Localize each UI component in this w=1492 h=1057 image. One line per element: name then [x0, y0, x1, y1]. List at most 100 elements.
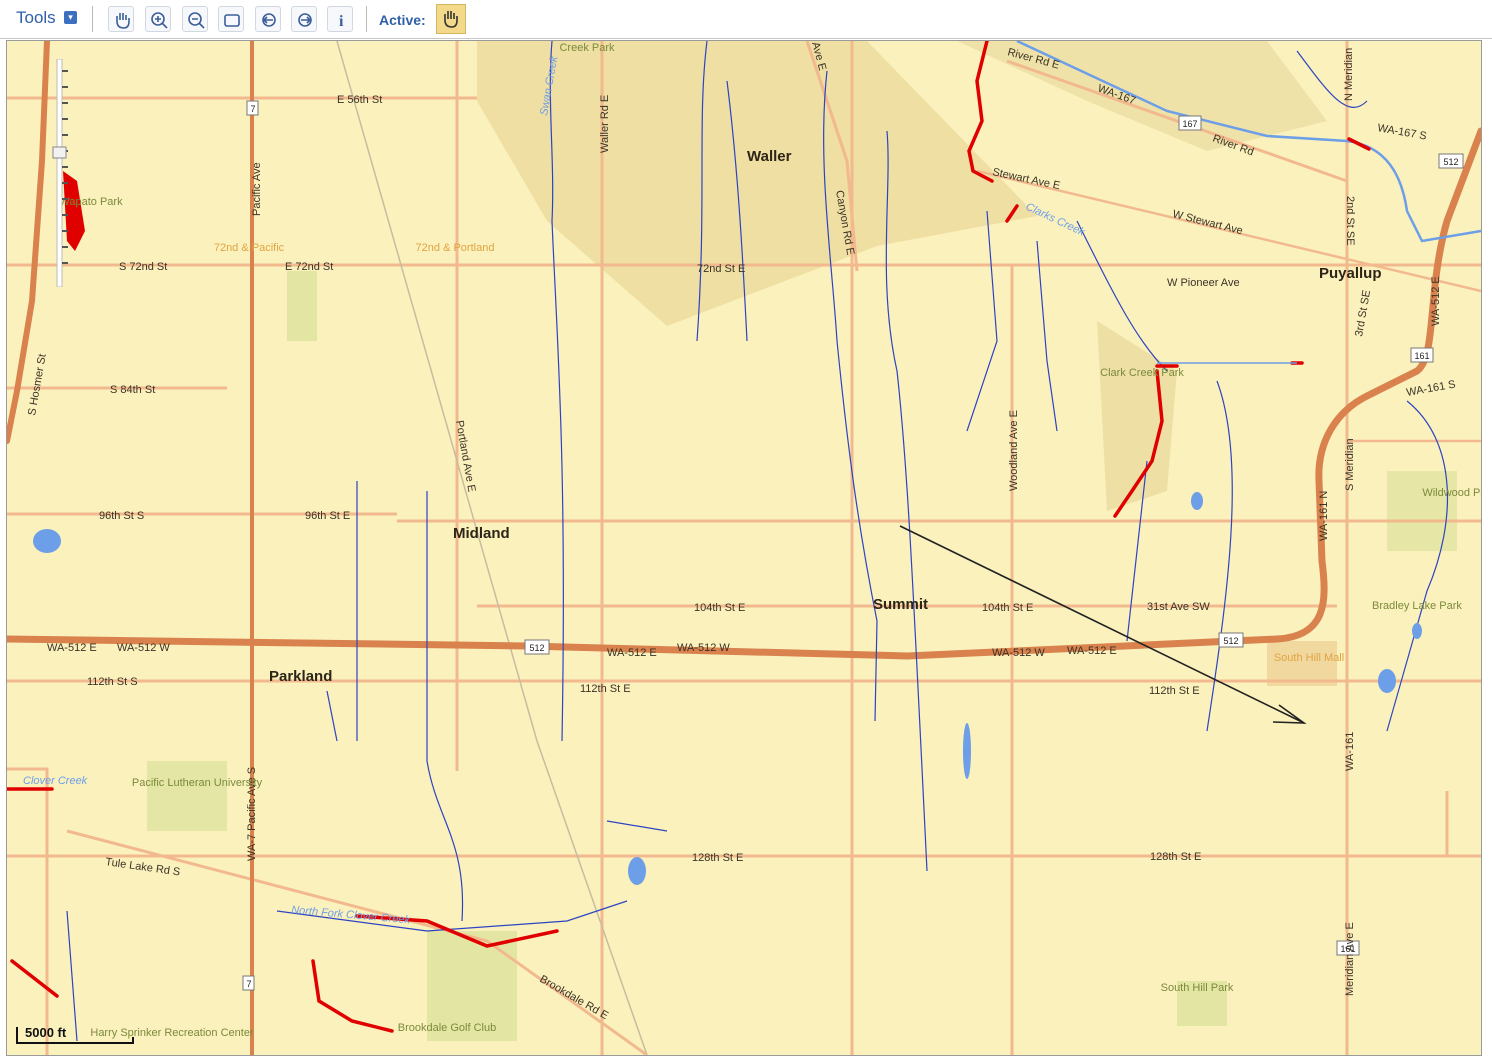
hill-shade — [1097, 321, 1177, 511]
zoom-slider-handle[interactable] — [52, 146, 67, 159]
street-label: S 72nd St — [119, 261, 167, 273]
street-label: N Meridian — [1343, 48, 1355, 101]
tools-dropdown-icon[interactable]: ▾ — [64, 11, 77, 24]
park-label: Wapato Park — [59, 196, 123, 208]
street-label: Pacific Ave — [251, 162, 263, 216]
pan-tool-button[interactable] — [108, 6, 134, 32]
highways — [7, 41, 1481, 1055]
place-label: Midland — [453, 525, 510, 542]
zoom-in-button[interactable] — [145, 6, 171, 32]
park-label: Wildwood Park — [1422, 487, 1481, 499]
street-label: S Hosmer St — [26, 353, 49, 416]
street-label: 128th St E — [692, 852, 743, 864]
zoom-in-icon — [151, 12, 168, 29]
zoom-extent-button[interactable] — [218, 6, 244, 32]
street-label: WA-512 W — [117, 642, 170, 654]
park-area — [1177, 981, 1227, 1026]
park-labels: Creek Park Wapato Park Clark Creek Park … — [59, 42, 1481, 1039]
next-extent-icon — [298, 13, 312, 27]
toolbar-divider — [366, 6, 367, 32]
toolbar-divider — [92, 6, 93, 32]
street-label: Meridian Ave E — [1344, 922, 1356, 996]
street-label: 112th St S — [87, 676, 138, 688]
water-label: Clover Creek — [23, 775, 88, 787]
pan-hand-icon — [444, 11, 458, 28]
hill-shade — [477, 41, 1037, 326]
street-label: WA-512 E — [1430, 276, 1442, 326]
scale-label: 5000 ft — [25, 1025, 67, 1040]
street-label: W Stewart Ave — [1171, 208, 1244, 237]
water-label: Clarks Creek — [1024, 201, 1087, 239]
highlighted-area — [63, 171, 85, 251]
identify-button[interactable]: i — [327, 6, 353, 32]
previous-extent-button[interactable] — [255, 6, 281, 32]
scale-bar: 5000 ft — [15, 1023, 145, 1054]
mall-label: South Hill Mall — [1274, 652, 1344, 664]
direction-arrow — [899, 525, 1307, 724]
park-label: Creek Park — [559, 42, 615, 54]
street-label: Waller Rd E — [599, 95, 611, 153]
street-label: 3rd St SE — [1353, 289, 1373, 337]
street-label: WA-512 E — [1067, 645, 1117, 657]
street-label: WA-512 W — [677, 642, 730, 654]
shield-512-east: 512 — [1223, 636, 1238, 646]
street-label: 96th St E — [305, 510, 350, 522]
place-label: Waller — [747, 148, 792, 165]
street-label: 31st Ave SW — [1147, 601, 1210, 613]
place-label: Parkland — [269, 668, 332, 685]
streams — [66, 41, 1448, 1042]
next-extent-button[interactable] — [291, 6, 317, 32]
active-tool-indicator — [436, 4, 466, 34]
street-label: Woodland Ave E — [1008, 410, 1020, 491]
pan-hand-icon — [116, 13, 130, 29]
street-label: WA-161 — [1344, 732, 1356, 771]
map-canvas[interactable]: 7 7 167 512 512 512 161 161 Waller Puyal… — [7, 41, 1481, 1055]
street-label: WA-161 S — [1405, 379, 1456, 399]
place-labels: Waller Puyallup Midland Summit Parkland — [269, 148, 1382, 685]
park-area — [287, 271, 317, 341]
street-label: 104th St E — [982, 602, 1033, 614]
previous-extent-icon — [262, 13, 276, 27]
zoom-slider-track[interactable] — [56, 58, 63, 288]
street-label: W Pioneer Ave — [1167, 277, 1240, 289]
place-label: Summit — [873, 596, 928, 613]
zoom-out-icon — [188, 12, 205, 29]
street-label: S Meridian — [1344, 438, 1356, 491]
map-view[interactable]: 7 7 167 512 512 512 161 161 Waller Puyal… — [6, 40, 1482, 1056]
zoom-extent-icon — [224, 14, 240, 27]
shield-7-south: 7 — [246, 979, 251, 989]
street-label: 112th St E — [1149, 685, 1200, 697]
tools-menu-label[interactable]: Tools — [16, 8, 56, 27]
lakes — [33, 492, 1422, 885]
mall-area — [1267, 641, 1337, 686]
street-label: E 56th St — [337, 94, 382, 106]
street-label: WA-512 E — [47, 642, 97, 654]
street-label: Tule Lake Rd S — [105, 856, 181, 878]
zoom-ticks — [62, 70, 68, 264]
poi-label: 72nd & Pacific — [214, 242, 285, 254]
puyallup-river — [1016, 41, 1481, 243]
route-shields: 7 7 167 512 512 512 161 161 — [242, 100, 1464, 991]
shield-512-north: 512 — [1443, 157, 1458, 167]
shield-512-west: 512 — [529, 643, 544, 653]
park-label: Brookdale Golf Club — [398, 1022, 496, 1034]
street-label: 112th St E — [580, 683, 631, 695]
shield-7: 7 — [250, 104, 255, 114]
identify-glyph: i — [339, 13, 344, 30]
street-label: 2nd St SE — [1344, 196, 1356, 246]
water-label: North Fork Clover Creek — [291, 904, 411, 926]
place-label: Puyallup — [1319, 265, 1382, 282]
zoom-slider[interactable] — [51, 58, 69, 288]
identify-info-icon: i — [339, 13, 344, 30]
hill-shade — [957, 41, 1327, 151]
park-area — [1387, 471, 1457, 551]
park-label: Harry Sprinker Recreation Center — [90, 1027, 254, 1039]
park-label: Pacific Lutheran University — [132, 777, 263, 789]
zoom-out-button[interactable] — [182, 6, 208, 32]
street-label: WA-512 W — [992, 647, 1045, 659]
street-label: 96th St S — [99, 510, 144, 522]
park-label: Bradley Lake Park — [1372, 600, 1462, 612]
street-label: Brookdale Rd E — [538, 973, 611, 1022]
shield-167: 167 — [1182, 119, 1197, 129]
park-area — [427, 931, 517, 1041]
